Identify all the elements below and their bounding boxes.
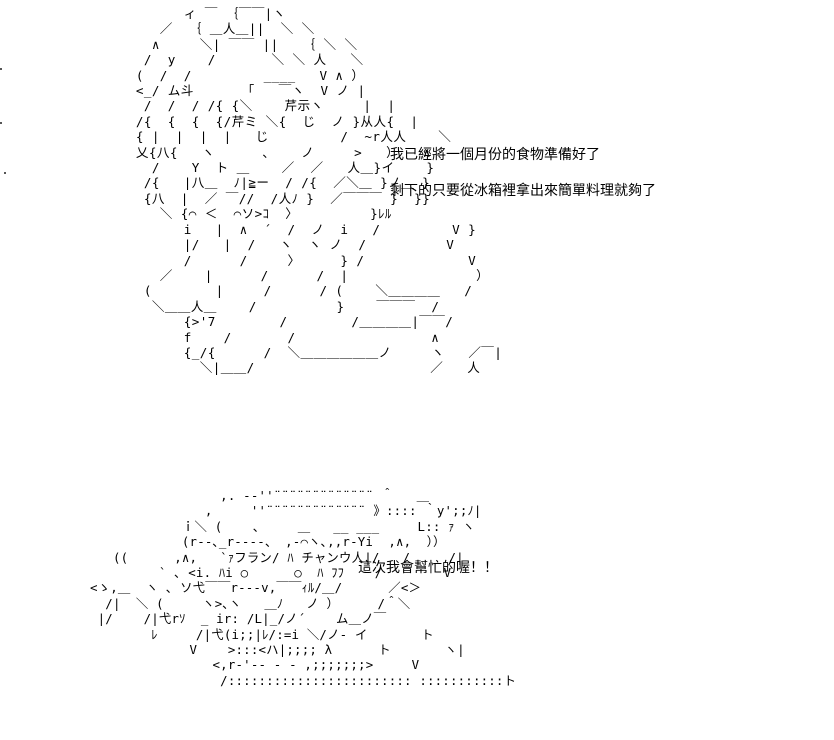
dialog-text-line-1: 我已經將一個月份的食物準備好了: [390, 147, 600, 163]
ascii-art-character-top: ィ ￣ ｛￣￣|ヽ ／ ｛ ＿人＿|| ＼ ＼ ∧ ＼| ￣￣ || ｛ ＼ ＼…: [135, 6, 503, 376]
dialog-text-line-3: 這次我會幫忙的喔！！: [358, 560, 498, 576]
stray-dot: [0, 122, 2, 124]
dialog-text-line-2: 剩下的只要從冰箱裡拿出來簡單料理就夠了: [390, 183, 656, 199]
stray-dot: [0, 68, 2, 70]
ascii-art-character-bottom: ,. -‐''¨¨¨¨¨¨¨¨¨¨¨¨¨ ＾ ＿ , ''¨¨¨¨¨¨¨¨¨¨¨…: [89, 488, 517, 688]
stray-dot: [4, 172, 6, 174]
